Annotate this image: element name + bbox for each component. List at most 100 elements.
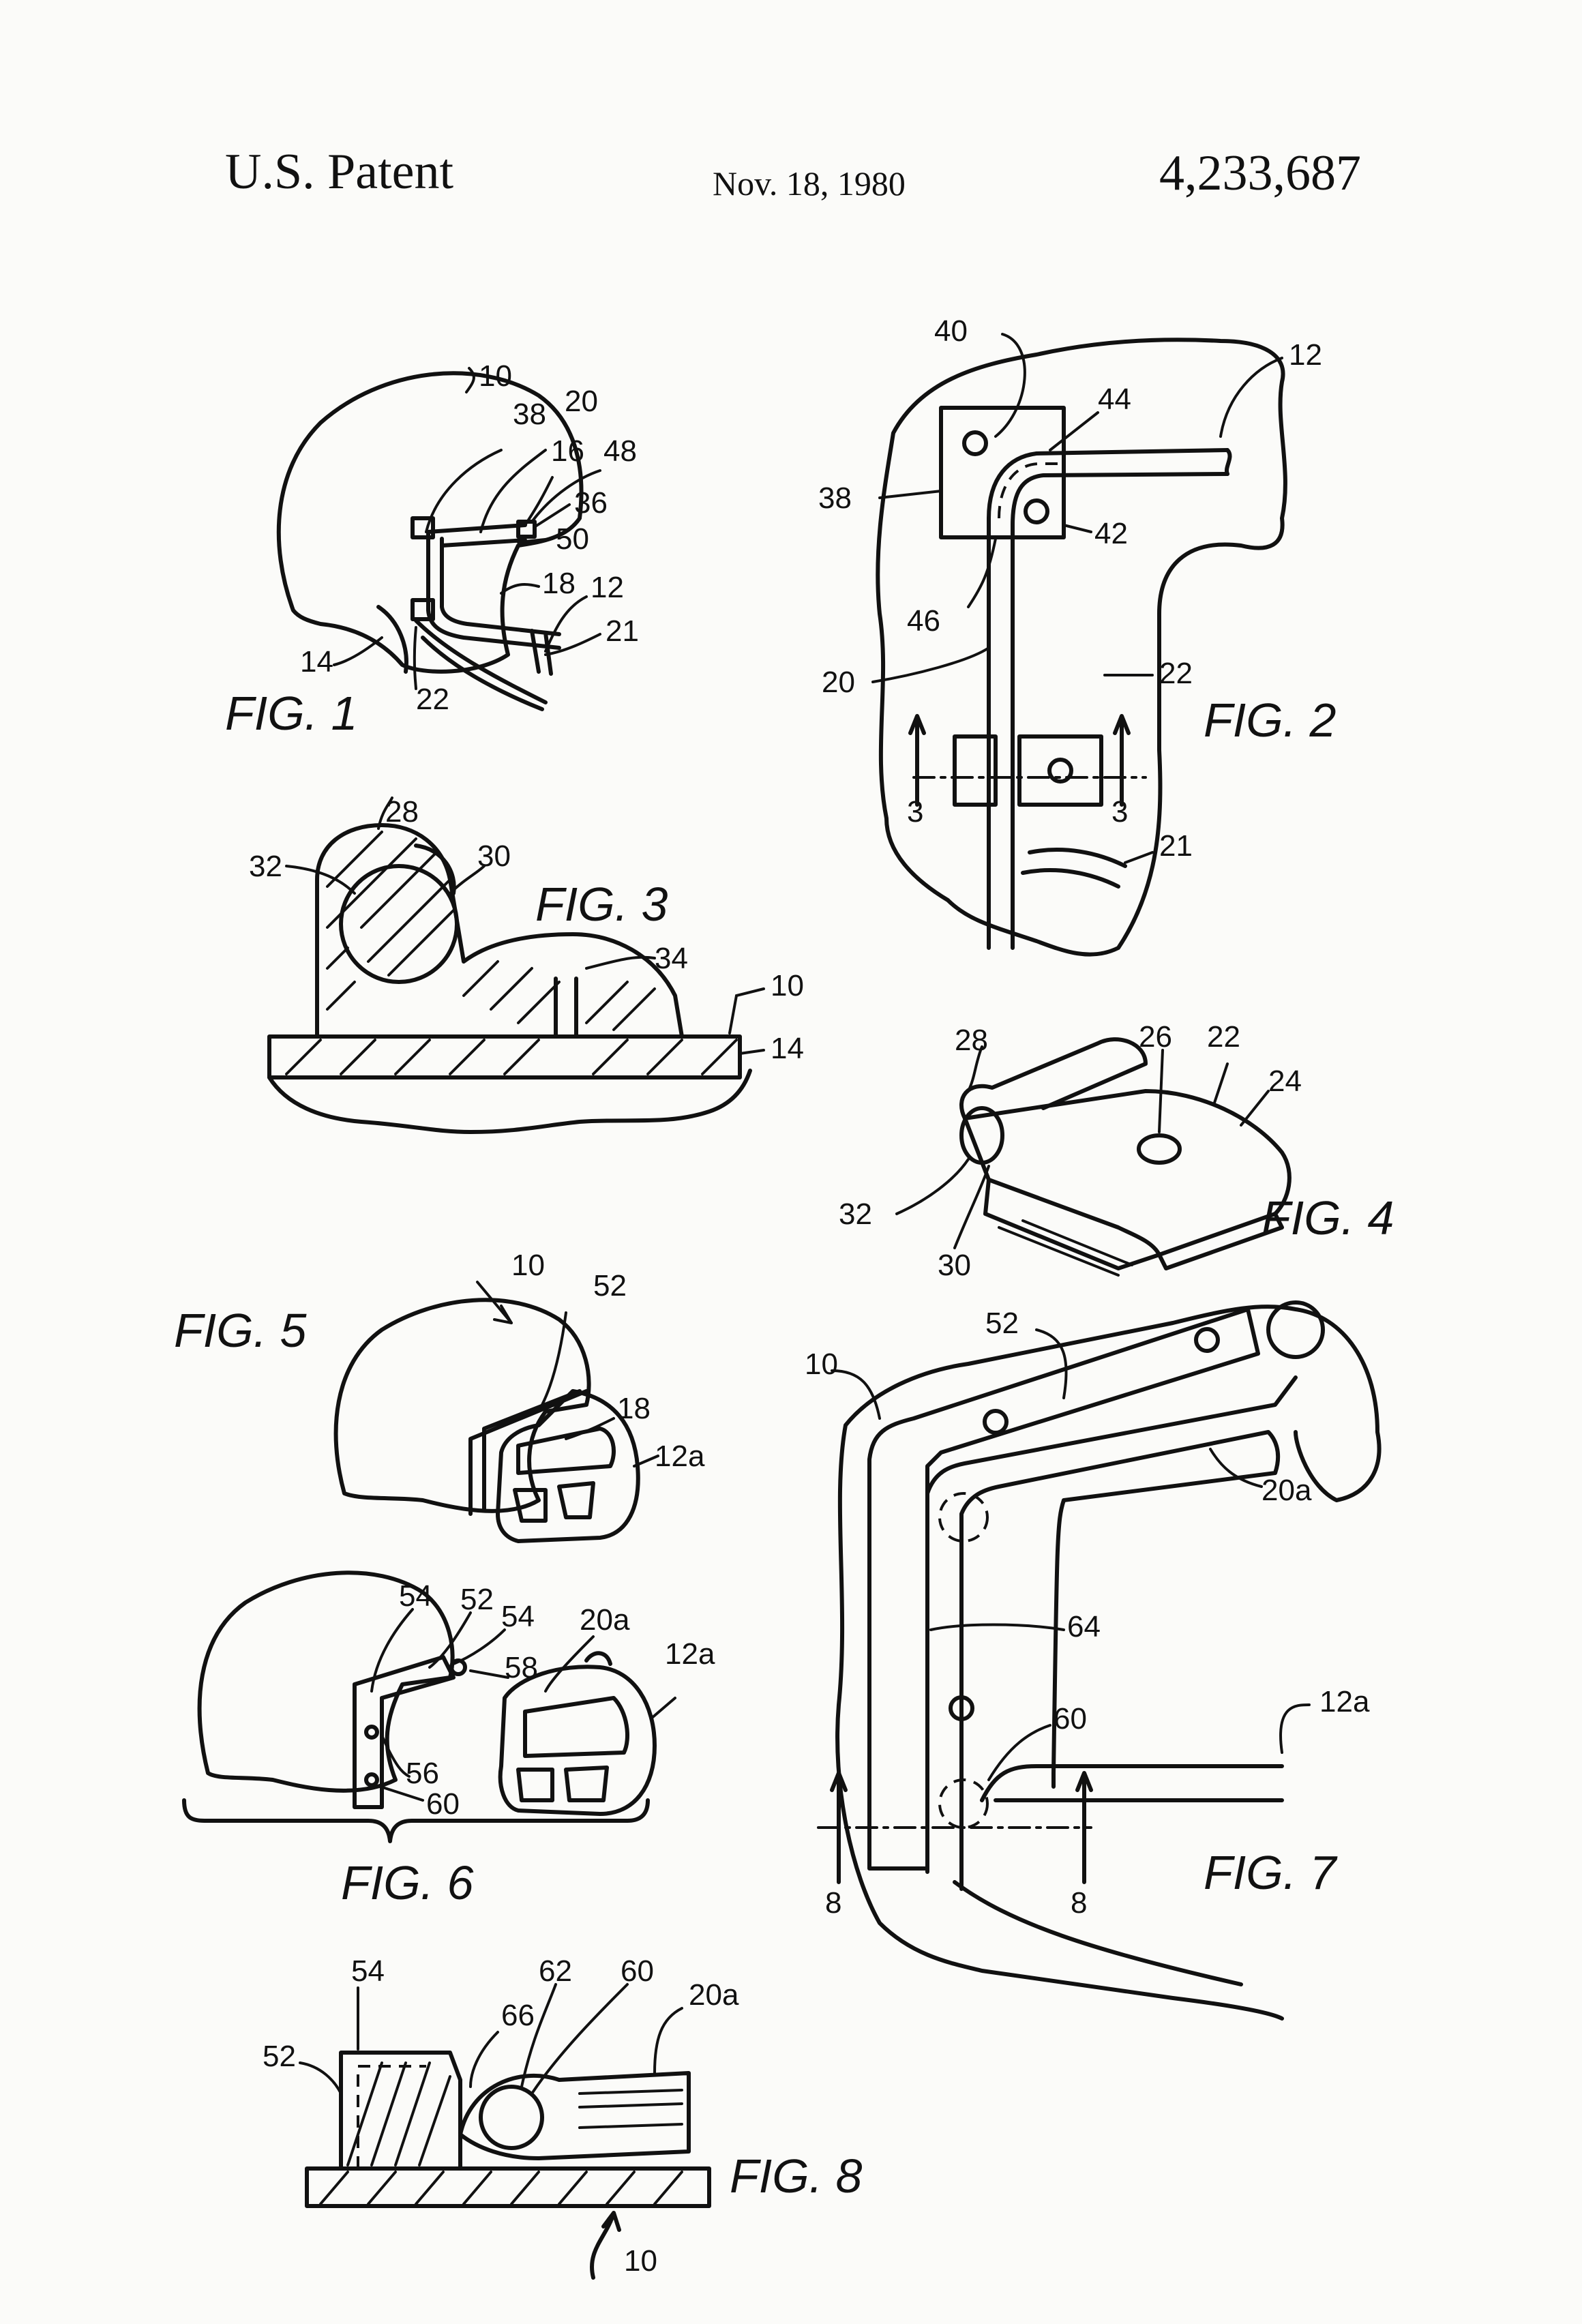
fig2-rod-12 [987,448,1229,950]
fig6-leader-20a [544,1635,595,1693]
fig4-leader-22 [1212,1062,1229,1106]
fig8-ref-62: 62 [539,1954,572,1988]
fig2-leader-46 [967,537,997,608]
fig7-ref-64: 64 [1067,1610,1101,1643]
fig3-clip-body [315,823,684,1039]
fig3-lip-28 [414,844,456,895]
fig7-ref-52: 52 [985,1307,1019,1340]
fig6-ref-20a: 20a [580,1603,630,1637]
fig8-ref-60: 60 [621,1954,654,1988]
fig1-bar-lower [414,619,548,711]
fig3-label: FIG. 3 [535,878,668,931]
fig7-ref-60: 60 [1054,1702,1087,1735]
fig6-bracket-52 [353,1655,456,1809]
fig4-hole-26 [1137,1133,1182,1165]
fig8-hidden-54 [357,2065,426,2169]
patent-date: Nov. 18, 1980 [713,164,906,203]
fig2-leader-44 [1049,411,1099,451]
fig4-clip-body [963,1089,1292,1257]
fig4-leader-30 [953,1165,990,1249]
fig1-leader-22 [413,626,417,690]
fig2-screw-42 [1024,498,1049,524]
fig1-ref-38: 38 [513,398,546,431]
fig2-clip-22 [1017,734,1103,807]
fig7-drawing: 52 10 20a 64 60 12a 8 8 FIG. 7 [805,1300,1382,2021]
fig6-ref-54b: 54 [501,1600,535,1633]
fig1-ref-22: 22 [416,683,449,716]
fig1-leader-36 [534,503,571,528]
fig5-leader-10 [476,1281,513,1324]
fig1-ref-48: 48 [603,434,637,468]
fig7-pin-upper [938,1492,989,1543]
fig3-leader-32 [285,865,356,895]
fig8-pin-60 [479,2085,544,2150]
fig1-ref-36: 36 [574,486,608,520]
fig2-ref-40: 40 [934,314,968,348]
fig8-drawing: 62 60 54 66 20a 52 10 FIG. 8 [263,1954,863,2280]
fig6-leader-54b [452,1628,506,1665]
fig6-hole-60 [364,1772,379,1787]
fig2-arrow-right [1113,714,1131,807]
fig4-leader-32 [895,1158,970,1215]
fig5-drawing: 10 52 18 12a FIG. 5 [174,1249,705,1543]
fig3-hatch-plate [285,1039,738,1075]
fig7-leader-20a [1209,1448,1263,1488]
fig1-ref-10: 10 [479,359,512,393]
fig1-leader-21 [544,633,601,656]
fig6-label: FIG. 6 [341,1856,474,1909]
fig5-ref-12a: 12a [655,1440,705,1473]
fig3-ref-14: 14 [771,1032,804,1065]
fig1-clip-lower [411,598,435,621]
fig2-breakaway-outline [876,338,1287,957]
fig2-ref-44: 44 [1098,383,1131,416]
fig1-label: FIG. 1 [225,687,357,740]
fig7-arrow-right [1075,1771,1093,1884]
fig5-ref-10: 10 [511,1249,545,1282]
fig2-drawing: 40 44 12 38 42 46 20 22 3 3 21 FIG. 2 [818,314,1336,957]
fig3-ref-32: 32 [249,850,282,883]
fig4-hatch [998,1219,1133,1277]
fig3-screw-34 [554,977,578,1039]
fig2-bracket-38 [939,406,1066,539]
fig7-leader-52 [1035,1328,1068,1399]
fig2-ref-3b: 3 [1111,795,1128,829]
fig2-leader-42 [1062,524,1092,533]
fig2-ref-46: 46 [907,604,940,638]
fig6-ref-60: 60 [426,1787,460,1821]
fig1-ref-20: 20 [565,385,598,418]
fig6-leader-58 [469,1669,509,1679]
fig4-ref-26: 26 [1139,1020,1172,1054]
fig8-leader-10 [590,2211,621,2280]
fig2-screw-40 [962,430,988,456]
fig8-ref-52: 52 [263,2040,296,2073]
fig1-leader-12 [544,595,588,653]
fig2-leader-21 [1124,851,1154,864]
fig6-leader-12a [650,1697,676,1720]
fig8-leader-52 [299,2061,342,2095]
fig8-label: FIG. 8 [730,2149,863,2203]
fig7-screw-a [983,1409,1009,1435]
fig1-leader-38 [425,449,503,533]
fig7-rod-12a [980,1764,1284,1802]
fig7-pin-lower-60 [938,1778,989,1829]
fig4-label: FIG. 4 [1262,1191,1394,1245]
fig8-leader-20a [653,2007,683,2074]
fig2-screw-22 [1047,758,1073,784]
fig8-ref-10: 10 [624,2244,657,2278]
patent-label: U.S. Patent [225,144,454,200]
fig6-ref-54a: 54 [399,1579,432,1613]
fig5-label: FIG. 5 [174,1304,308,1357]
fig4-rod-tube [959,1037,1148,1120]
fig7-hinge-knob [1266,1300,1325,1359]
fig4-leader-24 [1240,1090,1270,1127]
fig1-leader-14 [333,636,383,666]
fig5-helmet-shell [333,1298,591,1513]
fig2-arrow-left [908,714,926,807]
fig7-ref-8a: 8 [825,1886,841,1920]
fig4-rod-end-30 [959,1106,1004,1165]
fig4-ref-30: 30 [938,1249,971,1282]
fig7-breakaway-outline [835,1305,1382,2021]
fig8-ref-66: 66 [501,1999,535,2032]
fig3-leader-34 [585,955,656,970]
